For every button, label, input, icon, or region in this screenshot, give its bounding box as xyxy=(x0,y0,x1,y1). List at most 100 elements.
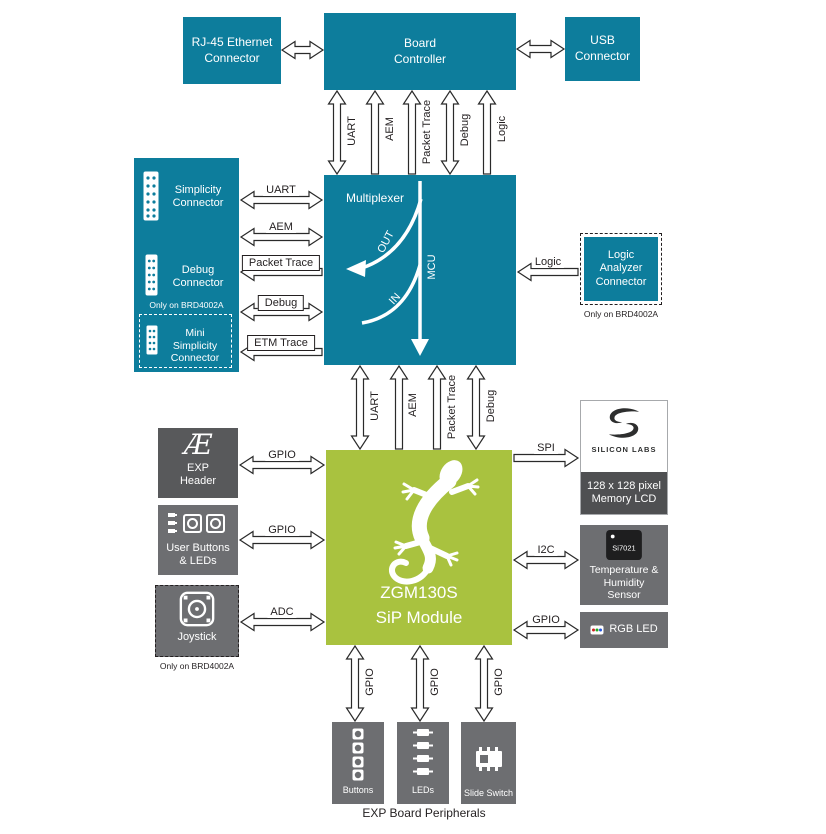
signal-bottom-gpio-2: GPIO xyxy=(429,668,441,696)
joystick-icon xyxy=(179,591,215,627)
block-exp-header: Æ EXP Header xyxy=(158,428,238,498)
arrow-bc-debug xyxy=(440,89,460,176)
signal-bc-logic: Logic xyxy=(496,115,508,143)
multiplexer-label: Multiplexer xyxy=(346,191,405,205)
rgb-led-label: RGB LED xyxy=(609,623,658,636)
sip-name-line1: ZGM130S xyxy=(380,583,458,602)
rj45-label: RJ-45 Ethernet Connector xyxy=(191,34,273,65)
silicon-labs-brand: SILICON LABS xyxy=(591,445,657,454)
arrow-left-debug xyxy=(239,302,324,322)
board-controller-label: Board Controller xyxy=(393,35,447,66)
silicon-labs-logo-icon xyxy=(608,408,640,438)
debug-connector-label: Debug Connector xyxy=(172,264,224,290)
signal-joystick-adc: ADC xyxy=(267,606,297,618)
signal-logic: Logic xyxy=(531,256,565,268)
arrow-sip-debug xyxy=(466,364,486,451)
exp-header-label: EXP Header xyxy=(179,462,217,488)
arrow-bottom-3 xyxy=(474,644,494,723)
buttons-icon xyxy=(352,728,364,781)
logic-analyzer-inner: Logic Analyzer Connector xyxy=(584,237,658,301)
usb-label: USB Connector xyxy=(574,33,631,63)
block-board-controller: Board Controller xyxy=(324,13,516,90)
block-rj45-connector: RJ-45 Ethernet Connector xyxy=(183,17,281,84)
slide-switch-icon xyxy=(475,747,502,771)
signal-rgb-gpio: GPIO xyxy=(529,614,563,626)
mux-mcu-label: MCU xyxy=(426,254,438,280)
buttons-label: Buttons xyxy=(342,785,374,795)
block-slide-switch: Slide Switch xyxy=(461,722,516,804)
diagram-caption: EXP Board Peripherals xyxy=(362,806,486,820)
block-temp-humidity-sensor: Si7021 Temperature & Humidity Sensor xyxy=(580,525,668,605)
signal-sip-aem: AEM xyxy=(407,393,419,417)
signal-sip-packet-trace: Packet Trace xyxy=(446,374,458,440)
exp-logo-glyph: Æ xyxy=(183,428,213,461)
block-left-connector-panel: Simplicity Connector Debug Connector Onl… xyxy=(134,158,239,372)
signal-left-debug: Debug xyxy=(257,295,305,311)
arrow-left-uart xyxy=(239,190,324,210)
signal-left-packet-trace: Packet Trace xyxy=(241,255,321,271)
signal-exp-gpio: GPIO xyxy=(265,449,299,461)
arrow-bc-aem xyxy=(365,89,385,175)
arrow-bc-logic xyxy=(477,89,497,175)
simplicity-connector-icon xyxy=(143,171,159,221)
left-panel-note: Only on BRD4002A xyxy=(149,300,224,310)
signal-buttons-gpio: GPIO xyxy=(265,524,299,536)
block-rgb-led: RGB LED xyxy=(580,612,668,648)
signal-bottom-gpio-3: GPIO xyxy=(493,668,505,696)
leds-icon xyxy=(413,729,433,775)
slide-switch-label: Slide Switch xyxy=(463,787,514,798)
arrow-spi xyxy=(513,448,580,468)
leds-label: LEDs xyxy=(411,785,434,795)
signal-left-aem: AEM xyxy=(266,221,296,233)
signal-left-etm-trace: ETM Trace xyxy=(247,335,315,351)
block-sip-module: ZGM130S SiP Module xyxy=(326,450,512,645)
si7021-chip-icon: Si7021 xyxy=(606,529,642,561)
logic-analyzer-note: Only on BRD4002A xyxy=(583,309,659,319)
block-buttons: Buttons xyxy=(332,722,384,804)
arrow-bottom-2 xyxy=(410,644,430,723)
signal-lcd-spi: SPI xyxy=(534,442,558,454)
arrow-usb-bc xyxy=(515,39,566,59)
arrow-logic xyxy=(516,262,579,282)
arrow-sip-uart xyxy=(350,364,370,451)
arrow-bc-uart xyxy=(327,89,347,176)
lcd-caption-strip: 128 x 128 pixel Memory LCD xyxy=(581,472,667,514)
block-user-buttons-leds: User Buttons & LEDs xyxy=(158,505,238,575)
block-usb-connector: USB Connector xyxy=(565,17,640,81)
arrow-exp-gpio xyxy=(238,455,326,475)
mini-simplicity-label: Mini Simplicity Connector xyxy=(170,327,220,365)
debug-connector-icon xyxy=(145,254,158,296)
block-memory-lcd: SILICON LABS 128 x 128 pixel Memory LCD xyxy=(580,400,668,515)
sip-name-line2: SiP Module xyxy=(375,608,463,627)
signal-sip-debug: Debug xyxy=(485,389,497,423)
signal-bc-debug: Debug xyxy=(459,113,471,147)
arrow-left-aem xyxy=(239,227,324,247)
signal-sensor-i2c: I2C xyxy=(534,544,558,556)
block-leds: LEDs xyxy=(397,722,449,804)
arrow-sip-packet xyxy=(427,364,447,450)
arrow-adc xyxy=(239,612,326,632)
block-logic-analyzer: Logic Analyzer Connector xyxy=(580,233,662,305)
sensor-label: Temperature & Humidity Sensor xyxy=(589,564,659,602)
signal-sip-uart: UART xyxy=(369,391,381,421)
arrow-rj45-bc xyxy=(280,40,325,60)
mini-simplicity-icon xyxy=(146,325,158,355)
arrow-rgb-gpio xyxy=(512,620,580,640)
joystick-note: Only on BRD4002A xyxy=(159,661,235,671)
si7021-chip-label: Si7021 xyxy=(612,544,635,553)
signal-bc-uart: UART xyxy=(346,116,358,146)
signal-bottom-gpio-1: GPIO xyxy=(364,668,376,696)
signal-bc-aem: AEM xyxy=(384,117,396,141)
simplicity-connector-label: Simplicity Connector xyxy=(172,184,224,210)
gecko-logo xyxy=(388,460,480,585)
rgb-led-icon xyxy=(590,625,604,635)
mux-flow-graphic xyxy=(346,181,429,356)
block-multiplexer: Multiplexer OUT MCU IN xyxy=(324,175,516,365)
joystick-label: Joystick xyxy=(177,631,217,643)
signal-bc-packet-trace: Packet Trace xyxy=(421,99,433,165)
block-joystick: Joystick xyxy=(155,585,239,657)
lcd-caption: 128 x 128 pixel Memory LCD xyxy=(587,479,661,505)
arrow-sip-aem xyxy=(389,364,409,450)
